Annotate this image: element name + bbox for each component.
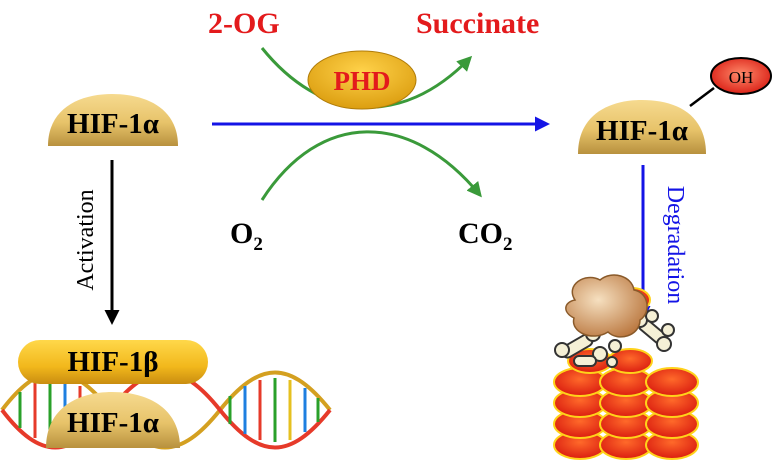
hif1b-label: HIF-1β xyxy=(68,346,159,378)
oh-group xyxy=(710,57,772,95)
activation-label: Activation xyxy=(73,189,99,290)
o2-label: O2 xyxy=(230,217,263,255)
hif1b-protein xyxy=(18,340,208,384)
hif1a-protein-left xyxy=(48,94,178,146)
hif1a-protein-dna xyxy=(46,392,180,448)
phd-enzyme xyxy=(307,50,417,110)
phd-label: PHD xyxy=(334,66,391,96)
o2-to-co2-arrow xyxy=(260,130,482,201)
hif1a-label-dna: HIF-1α xyxy=(67,407,159,439)
hif1a-label-right: HIF-1α xyxy=(596,115,688,147)
co2-label: CO2 xyxy=(458,217,513,255)
hif1a-label-left: HIF-1α xyxy=(67,108,159,140)
hif1a-protein-right xyxy=(578,100,706,154)
succinate-label: Succinate xyxy=(416,7,539,40)
oh-label: OH xyxy=(729,68,754,87)
proteasome xyxy=(553,274,699,460)
degradation-label: Degradation xyxy=(662,186,688,305)
oh-bond xyxy=(689,87,715,107)
og-label: 2-OG xyxy=(208,7,280,40)
